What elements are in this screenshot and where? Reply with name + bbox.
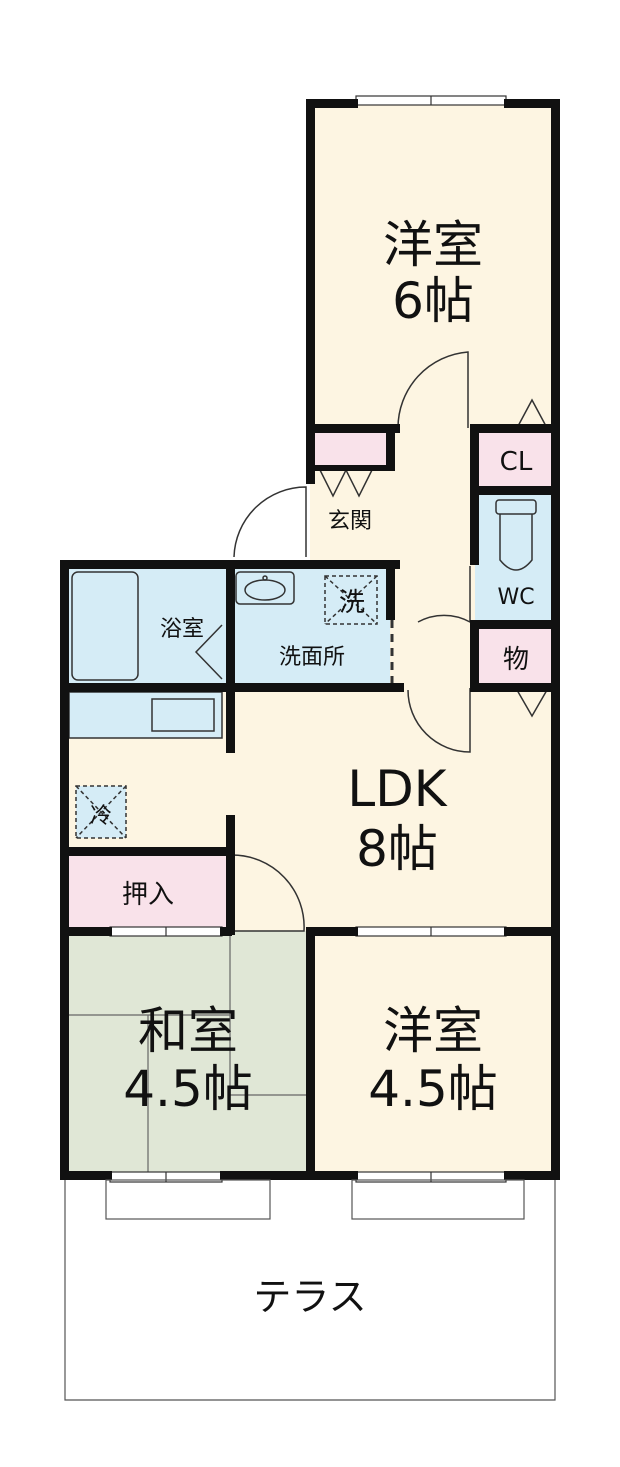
storage-label: 物	[503, 645, 529, 675]
door-swing-japanese	[231, 854, 305, 932]
wall-wet-block-east	[386, 560, 395, 620]
door-swing-toilet	[417, 566, 471, 624]
terrace	[64, 1179, 556, 1401]
washer-label: 洗	[339, 588, 365, 618]
western-room-south-floor	[310, 931, 555, 1176]
oshiire-label: 押入	[122, 880, 174, 910]
wall-service-column-west-low	[470, 620, 479, 690]
tatami-seams	[68, 934, 307, 1173]
storage-floor	[475, 625, 555, 688]
wall-north-room-south	[306, 424, 400, 433]
entrance-label: 玄関	[328, 509, 372, 534]
washer-pan-icon	[324, 575, 378, 625]
wall-north-left	[306, 99, 358, 108]
japanese-room-size: 4.5帖	[123, 1060, 253, 1118]
wall-north-right	[504, 99, 560, 108]
japanese-room-name: 和室	[138, 1002, 238, 1060]
wall-bath-wash-divider	[226, 560, 235, 692]
wall-ldk-south-left	[60, 927, 112, 936]
wall-ldk-south-right	[306, 927, 358, 936]
entrance-shoe-box	[310, 428, 395, 468]
washer-pan-diagonal-b	[324, 575, 378, 625]
oshiire-floor	[65, 852, 230, 931]
toilet-label: WC	[497, 585, 534, 610]
fridge-outline-icon	[75, 785, 127, 839]
washroom-floor	[230, 565, 390, 688]
washbasin-icon	[235, 571, 295, 605]
western-room-north-floor	[310, 103, 555, 428]
closet-floor	[475, 428, 555, 490]
terrace-step-right	[351, 1179, 525, 1220]
door-swings	[231, 351, 471, 932]
wall-shoe-box-right	[386, 424, 395, 471]
wall-ldk-south-far	[504, 927, 560, 936]
wall-toilet-bottom	[470, 620, 560, 629]
wall-south-b	[220, 1171, 358, 1180]
western-room-south-size: 4.5帖	[368, 1060, 498, 1118]
wall-oshiire-top	[60, 847, 235, 856]
terrace-label: テラス	[253, 1275, 366, 1319]
wall-shoe-box-bottom	[306, 465, 395, 471]
bath-drain-icon	[194, 624, 223, 680]
wall-room-divider	[306, 927, 315, 1180]
wall-east	[551, 99, 560, 1180]
toilet-bowl-icon	[499, 514, 533, 571]
bathroom-label: 浴室	[160, 617, 204, 642]
door-swing-ldk	[407, 688, 471, 753]
walls	[60, 99, 560, 1180]
terrace-step-left	[105, 1179, 271, 1220]
basin-faucet	[262, 575, 268, 581]
washroom-label: 洗面所	[279, 645, 345, 670]
ldk-size: 8帖	[356, 820, 438, 878]
bathroom-floor	[65, 565, 230, 688]
wall-kitchen-stub	[226, 683, 235, 753]
labels: 洋室 6帖 CL 玄関 WC 物 浴室 洗 洗面所 LDK 8帖 冷 押入 和室…	[90, 216, 535, 1319]
bathtub-icon	[71, 571, 139, 681]
wall-ldk-south-mid	[220, 927, 232, 936]
closet-label: CL	[500, 447, 533, 477]
closet-door-icon	[516, 398, 548, 429]
wall-wet-block-west	[60, 560, 69, 1180]
western-room-north-name: 洋室	[383, 216, 483, 274]
wall-north-room-west	[306, 99, 315, 429]
western-room-south-name: 洋室	[383, 1002, 483, 1060]
floors	[65, 103, 555, 1176]
ldk-name: LDK	[347, 760, 447, 818]
fixtures	[68, 398, 548, 839]
door-swing-entrance	[233, 486, 307, 558]
wall-north-room-south-right	[470, 424, 560, 433]
wall-closet-bottom	[470, 486, 560, 495]
terrace-outline	[64, 1180, 556, 1401]
toilet-tank-icon	[495, 499, 537, 515]
storage-door-icon	[516, 689, 548, 718]
toilet-floor	[475, 490, 555, 625]
fridge-diagonal-b	[75, 785, 127, 839]
japanese-room-floor	[65, 931, 310, 1176]
fridge-label: 冷	[90, 804, 112, 829]
door-swing-north-room	[397, 351, 469, 429]
wall-storage-bottom	[470, 683, 560, 692]
wall-oshiire-east	[226, 815, 235, 935]
western-room-north-size: 6帖	[392, 272, 474, 330]
wall-south-a	[60, 1171, 112, 1180]
wall-south-c	[504, 1171, 560, 1180]
kitchen-sink-icon	[151, 698, 215, 732]
wall-entrance-west	[306, 424, 315, 484]
